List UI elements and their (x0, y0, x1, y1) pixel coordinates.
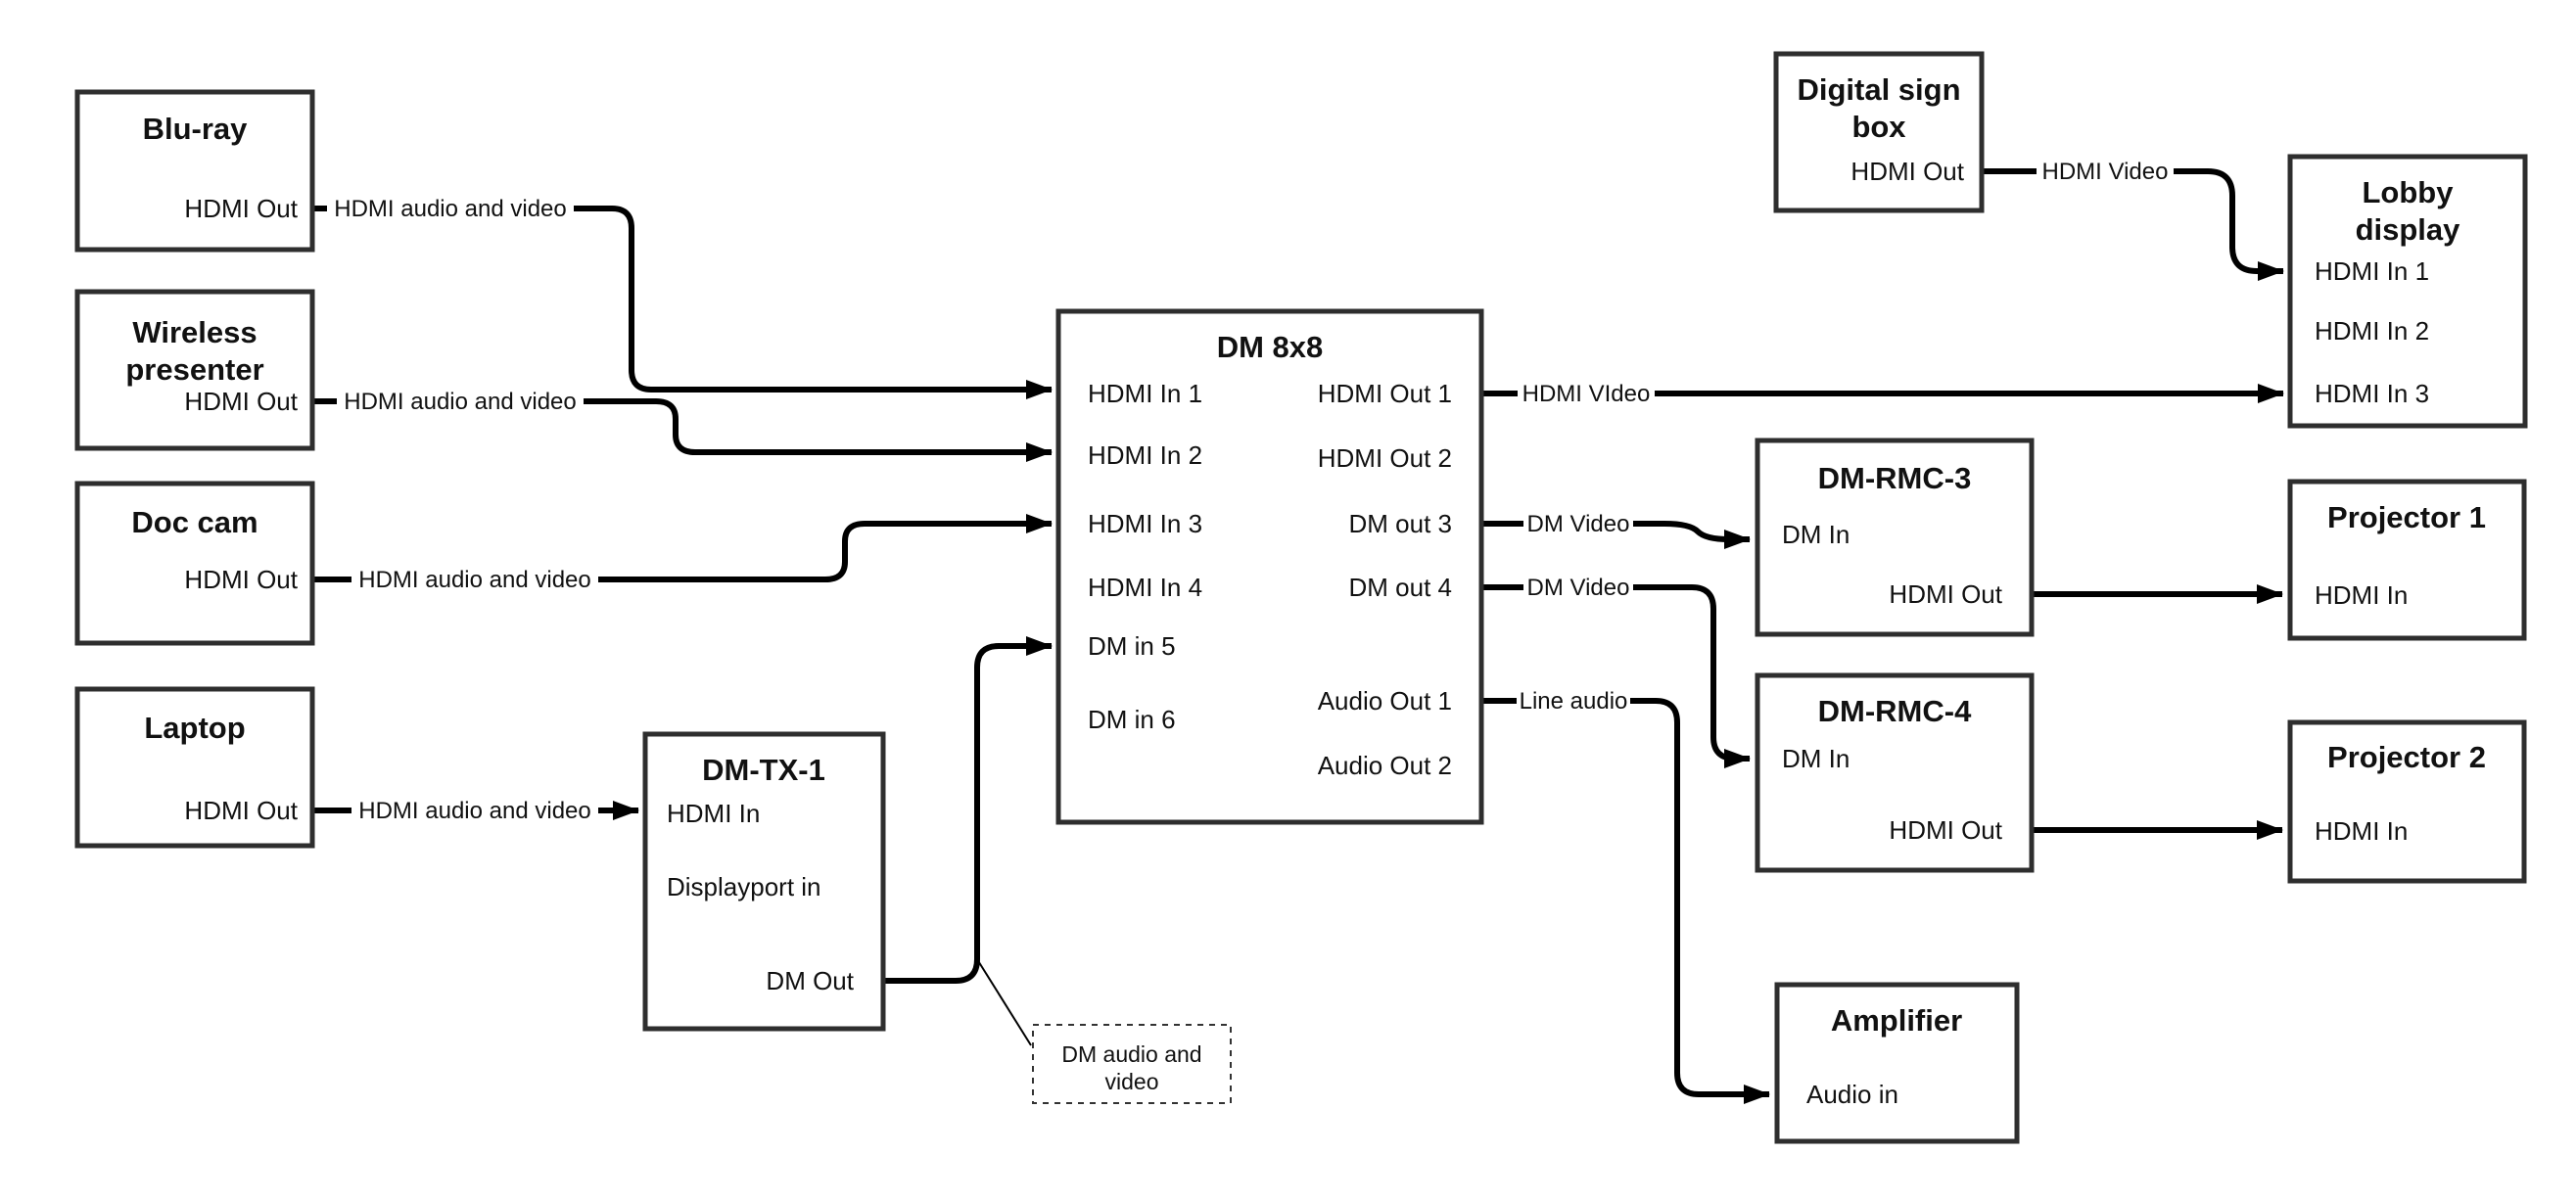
edge-label-line-audio: Line audio (1517, 684, 1630, 717)
edge-label-text: DM Video (1527, 511, 1630, 537)
port-hdmi-in-1: HDMI In 1 (2315, 256, 2429, 286)
node-bluray: Blu-ray HDMI Out (74, 89, 315, 253)
port-hdmi-in-3: HDMI In 3 (2315, 379, 2429, 408)
edge-dmtx1-to-dm8x8-in5 (883, 636, 1053, 984)
node-dm-tx-1: DM-TX-1 HDMI In Displayport in DM Out (642, 731, 886, 1032)
node-title-line2: presenter (125, 352, 263, 387)
port-hdmi-in: HDMI In (2315, 580, 2408, 610)
node-title: DM 8x8 (1217, 330, 1324, 364)
node-title-line1: Wireless (132, 315, 257, 349)
node-title-line1: Digital sign (1797, 72, 1960, 107)
port-hdmi-in-2: HDMI In 2 (2315, 316, 2429, 346)
port-audio-out-2: Audio Out 2 (1318, 751, 1452, 780)
edge-dm8x8-out4-to-dmrmc4 (1481, 584, 1751, 768)
port-hdmi-out: HDMI Out (184, 565, 298, 594)
node-wireless-presenter: Wireless presenter HDMI Out (74, 289, 315, 451)
port-hdmi-in: HDMI In (667, 799, 760, 828)
port-dm-in: DM In (1782, 744, 1850, 773)
node-title: DM-RMC-4 (1818, 694, 1972, 728)
edge-label-text: HDMI VIdeo (1522, 381, 1651, 407)
port-dm-out-4: DM out 4 (1349, 573, 1453, 602)
edge-label-dm-video-4: DM Video (1523, 571, 1633, 604)
node-projector-1: Projector 1 HDMI In (2287, 479, 2527, 641)
node-title: Blu-ray (143, 112, 249, 146)
edge-doccam-to-dm8x8-in3 (312, 514, 1053, 582)
edge-label-text: Line audio (1520, 688, 1628, 715)
port-hdmi-in-3: HDMI In 3 (1088, 509, 1202, 538)
port-hdmi-out: HDMI Out (184, 194, 298, 223)
node-title-line1: Lobby (2363, 175, 2455, 209)
port-audio-in: Audio in (1806, 1080, 1898, 1109)
port-hdmi-in-1: HDMI In 1 (1088, 379, 1202, 408)
port-dm-out-3: DM out 3 (1349, 509, 1453, 538)
port-hdmi-out: HDMI Out (184, 387, 298, 416)
node-lobby-display: Lobby display HDMI In 1 HDMI In 2 HDMI I… (2287, 154, 2528, 429)
note-line2: video (1105, 1069, 1159, 1094)
node-title-line2: display (2356, 212, 2461, 247)
edge-label-hdmi-video-sign: HDMI Video (2037, 155, 2174, 188)
note-leader-line (976, 958, 1032, 1046)
node-title: DM-TX-1 (702, 753, 825, 787)
port-hdmi-out: HDMI Out (184, 796, 298, 825)
port-hdmi-out-2: HDMI Out 2 (1318, 443, 1452, 473)
node-title: Projector 2 (2327, 740, 2486, 774)
node-title: Projector 1 (2327, 500, 2486, 534)
edge-label-text: DM Video (1527, 575, 1630, 601)
edge-digitalsign-to-lobby-in1 (1982, 168, 2284, 281)
edge-label-dm-video-3: DM Video (1523, 507, 1633, 540)
port-hdmi-out: HDMI Out (1889, 579, 2002, 609)
edge-label-text: HDMI audio and video (358, 798, 590, 824)
node-title: Doc cam (131, 505, 258, 539)
node-digital-sign-box: Digital sign box HDMI Out (1773, 51, 1985, 213)
port-dm-in-5: DM in 5 (1088, 631, 1176, 661)
node-projector-2: Projector 2 HDMI In (2287, 719, 2527, 884)
node-title: Laptop (144, 711, 245, 745)
node-dm-rmc-3: DM-RMC-3 DM In HDMI Out (1755, 438, 2035, 637)
edge-label-doccam: HDMI audio and video (351, 563, 598, 596)
port-hdmi-out: HDMI Out (1850, 157, 1964, 186)
node-dm-rmc-4: DM-RMC-4 DM In HDMI Out (1755, 672, 2035, 873)
edge-label-bluray: HDMI audio and video (327, 192, 574, 225)
edge-dm8x8-out3-to-dmrmc3 (1481, 521, 1751, 549)
port-dm-out: DM Out (766, 966, 854, 995)
port-hdmi-in: HDMI In (2315, 816, 2408, 846)
port-displayport-in: Displayport in (667, 872, 821, 901)
node-amplifier: Amplifier Audio in (1774, 982, 2020, 1144)
note-dm-audio-and-video: DM audio and video (1032, 1024, 1232, 1104)
edge-bluray-to-dm8x8-in1 (312, 206, 1053, 399)
edge-label-text: HDMI audio and video (358, 567, 590, 593)
node-title: DM-RMC-3 (1818, 461, 1972, 495)
port-dm-in-6: DM in 6 (1088, 705, 1176, 734)
edge-label-text: HDMI Video (2042, 159, 2169, 185)
node-doc-cam: Doc cam HDMI Out (74, 481, 315, 646)
edge-label-wireless: HDMI audio and video (337, 385, 584, 418)
edge-label-text: HDMI audio and video (344, 389, 576, 415)
edge-wireless-to-dm8x8-in2 (312, 398, 1053, 462)
port-dm-in: DM In (1782, 520, 1850, 549)
node-title-line2: box (1851, 110, 1906, 144)
port-hdmi-in-2: HDMI In 2 (1088, 440, 1202, 470)
edge-dm8x8-audio1-to-amplifier (1481, 698, 1770, 1104)
node-laptop: Laptop HDMI Out (74, 686, 315, 849)
node-dm-8x8: DM 8x8 HDMI In 1 HDMI In 2 HDMI In 3 HDM… (1055, 308, 1484, 825)
edge-label-text: HDMI audio and video (334, 196, 566, 222)
edge-label-hdmi-video-out1: HDMI VIdeo (1518, 377, 1655, 410)
port-hdmi-out: HDMI Out (1889, 815, 2002, 845)
port-hdmi-out-1: HDMI Out 1 (1318, 379, 1452, 408)
port-hdmi-in-4: HDMI In 4 (1088, 573, 1202, 602)
port-audio-out-1: Audio Out 1 (1318, 686, 1452, 716)
note-line1: DM audio and (1061, 1041, 1201, 1067)
node-title: Amplifier (1831, 1003, 1962, 1038)
edge-label-laptop: HDMI audio and video (351, 794, 598, 827)
